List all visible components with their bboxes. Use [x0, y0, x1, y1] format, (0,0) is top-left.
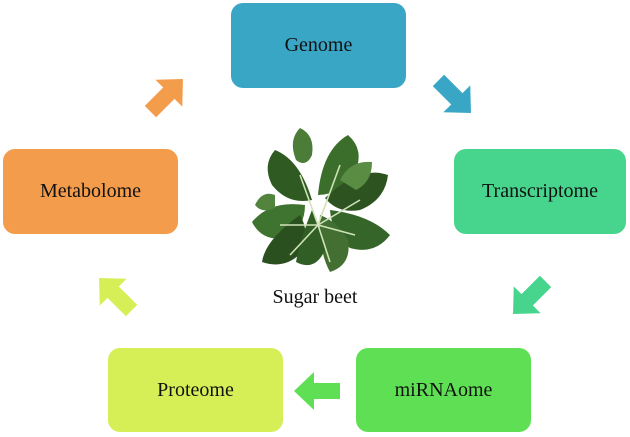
node-genome-label: Genome — [284, 34, 353, 56]
node-metabolome: Metabolome — [3, 149, 178, 234]
plant-stems — [280, 164, 361, 263]
node-genome: Genome — [231, 3, 406, 88]
node-proteome-label: Proteome — [157, 378, 234, 401]
node-transcriptome: Transcriptome — [454, 149, 626, 234]
node-proteome: Proteome — [108, 348, 283, 432]
node-mirnaome: miRNAome — [356, 348, 531, 432]
node-mirnaome-label: miRNAome — [394, 378, 493, 401]
plant-leaves — [252, 128, 390, 272]
node-metabolome-label: Metabolome — [39, 180, 142, 202]
node-transcriptome-label: Transcriptome — [482, 180, 598, 202]
sugar-beet-caption: Sugar beet — [272, 286, 358, 308]
